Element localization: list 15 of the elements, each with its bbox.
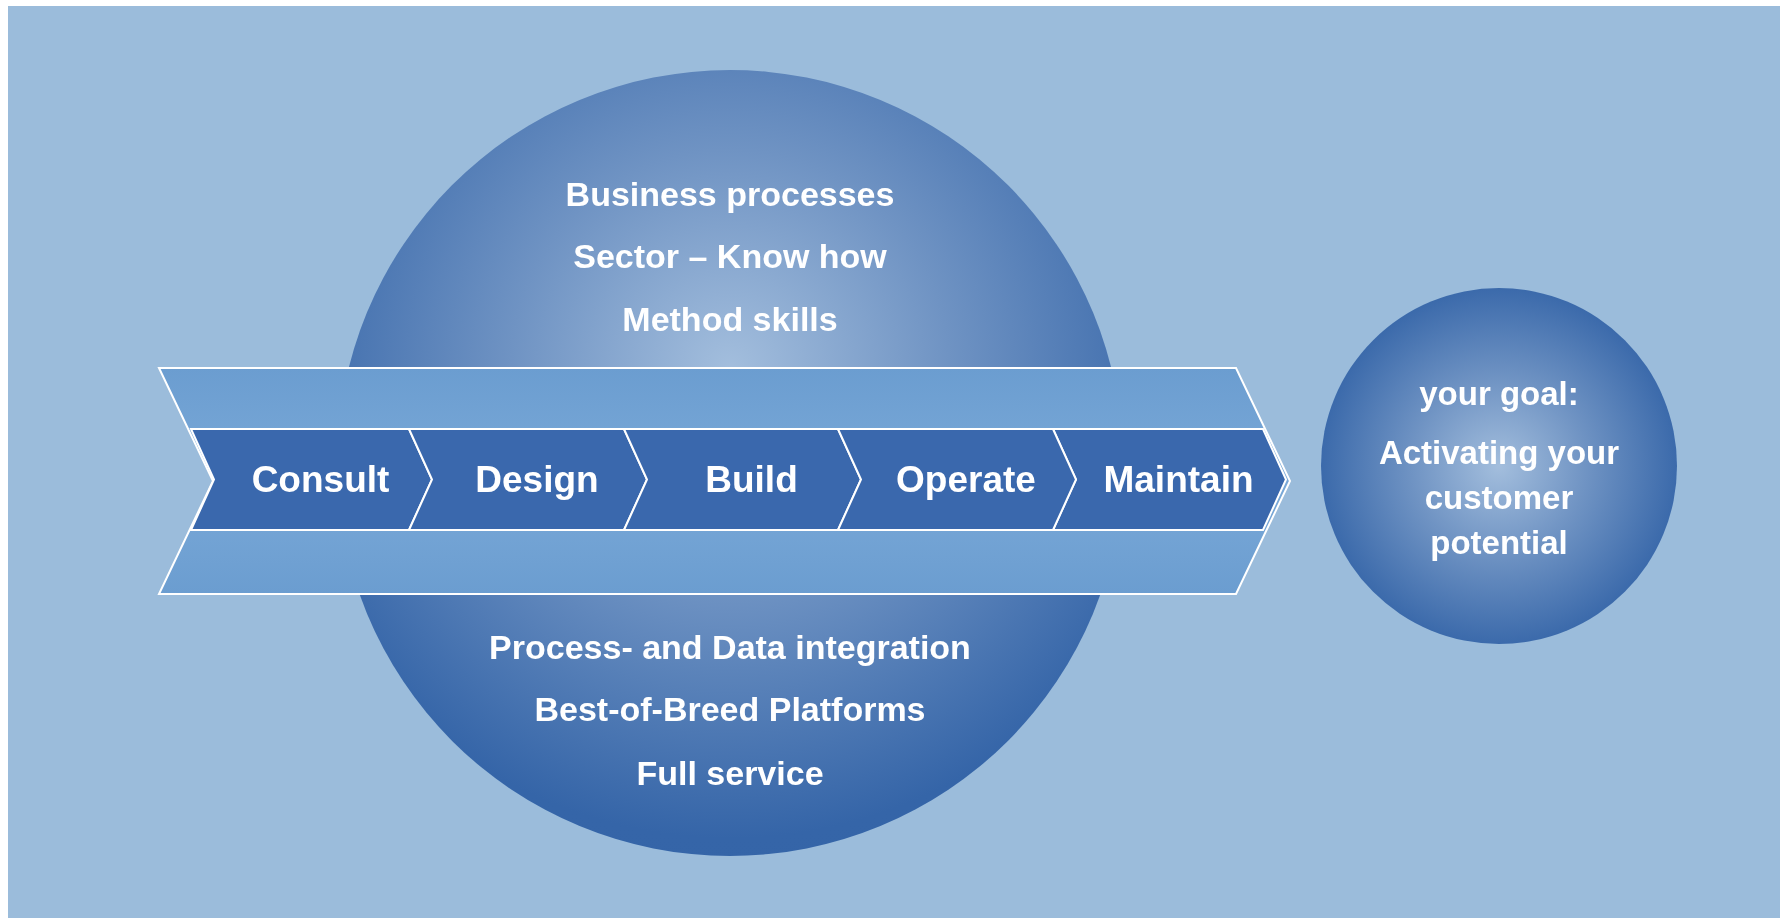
- step-label: Maintain: [1102, 458, 1255, 501]
- goal-text: Activating your customer potential: [1377, 433, 1621, 563]
- chevron-step: [409, 429, 647, 530]
- goal-text: your goal:: [1418, 374, 1580, 414]
- circle-text: Best-of-Breed Platforms: [533, 689, 927, 729]
- step-label: Build: [704, 458, 799, 501]
- step-label: Operate: [895, 458, 1037, 501]
- step-label: Design: [474, 458, 600, 501]
- circle-text: Method skills: [621, 299, 839, 339]
- circle-text: Full service: [635, 753, 825, 793]
- circle-text: Process- and Data integration: [488, 627, 972, 667]
- circle-text: Sector – Know how: [572, 236, 888, 276]
- chevron-step: [838, 429, 1076, 530]
- step-label: Consult: [250, 458, 391, 501]
- circle-text: Business processes: [564, 174, 896, 214]
